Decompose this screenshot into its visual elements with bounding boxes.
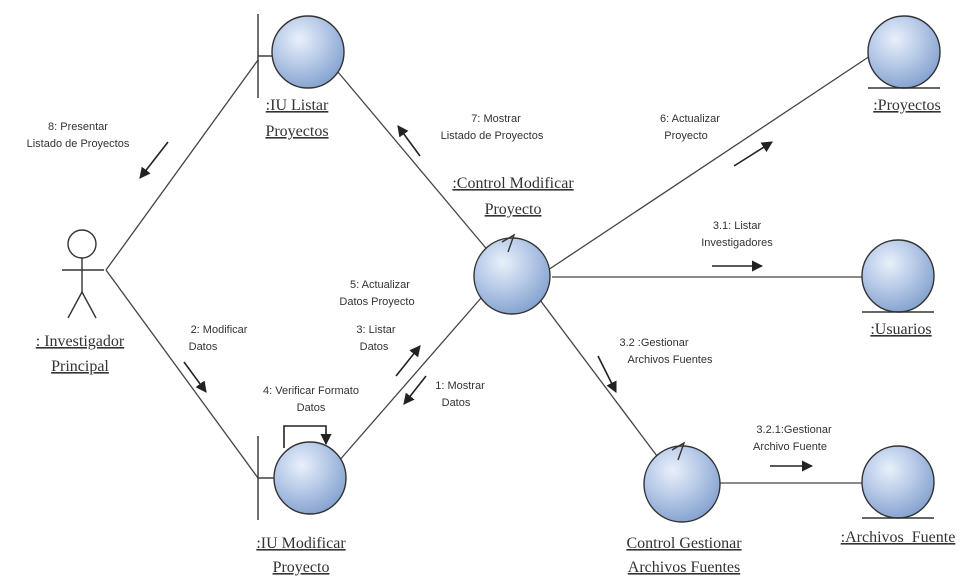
arrow-msg-6 xyxy=(733,141,773,167)
msg-8-line2: Listado de Proyectos xyxy=(27,138,130,150)
message-labels: 8: Presentar Listado de Proyectos 7: Mos… xyxy=(27,113,832,453)
archivos-fuente-label: :Archivos_Fuente xyxy=(841,529,956,546)
arrow-msg-1 xyxy=(403,375,427,405)
msg-7-line1: 7: Mostrar xyxy=(471,113,521,125)
actor-left-leg xyxy=(67,291,83,319)
actor-right-leg xyxy=(81,291,97,319)
control-circle xyxy=(643,445,721,523)
msg-6-line1: 6: Actualizar xyxy=(660,113,720,125)
control-modificar-label-line2: Proyecto xyxy=(485,201,542,218)
arrow-msg-8 xyxy=(139,141,169,179)
boundary-iu-modificar-proyecto[interactable]: :IU Modificar Proyecto xyxy=(256,425,347,576)
link-iu-listar-control xyxy=(337,71,491,254)
usuarios-label: :Usuarios xyxy=(870,321,931,338)
control-gestionar-archivos[interactable]: Control Gestionar Archivos Fuentes xyxy=(626,441,742,576)
link-actor-iu-listar xyxy=(105,59,259,271)
control-arrowhead xyxy=(671,441,686,461)
iu-modificar-label-line2: Proyecto xyxy=(273,559,330,576)
link-control-gestionar xyxy=(539,299,661,461)
arrow-msg-7 xyxy=(397,125,421,157)
message-arrows xyxy=(139,125,814,472)
msg-6-line2: Proyecto xyxy=(664,130,707,142)
actor-head xyxy=(67,229,97,259)
msg-3-line1: 3: Listar xyxy=(356,324,395,336)
entity-circle xyxy=(861,239,935,313)
msg-2-line1: 2: Modificar xyxy=(191,324,248,336)
actor-label-line2: Principal xyxy=(51,358,109,375)
link-actor-iu-modificar xyxy=(105,269,259,479)
msg-3-2-1-line2: Archivo Fuente xyxy=(753,441,827,453)
boundary-iu-listar-proyectos[interactable]: :IU Listar Proyectos xyxy=(257,14,345,140)
link-iu-modificar-control xyxy=(337,289,489,463)
msg-3-2-line1: 3.2 :Gestionar xyxy=(619,337,688,349)
link-control-proyectos xyxy=(547,55,871,271)
msg-2-line2: Datos xyxy=(189,341,218,353)
msg-3-1-line2: Investigadores xyxy=(701,237,773,249)
boundary-circle xyxy=(273,441,347,515)
msg-5-line1: 5: Actualizar xyxy=(350,279,410,291)
control-gestionar-label-line1: Control Gestionar xyxy=(626,535,742,552)
msg-8-line1: 8: Presentar xyxy=(48,121,108,133)
entity-archivos-fuente[interactable]: :Archivos_Fuente xyxy=(841,445,956,546)
iu-listar-label-line2: Proyectos xyxy=(265,123,328,140)
msg-1-line1: 1: Mostrar xyxy=(435,380,485,392)
arrow-msg-3-2 xyxy=(597,355,617,394)
msg-4-line2: Datos xyxy=(297,402,326,414)
msg-4-line1: 4: Verificar Formato xyxy=(263,385,359,397)
control-gestionar-label-line2: Archivos Fuentes xyxy=(628,559,740,576)
control-modificar-label-line1: :Control Modificar xyxy=(452,175,574,192)
entity-usuarios[interactable]: :Usuarios xyxy=(861,239,935,338)
arrow-msg-2 xyxy=(183,361,207,393)
association-links xyxy=(105,55,871,484)
msg-3-2-line2: Archivos Fuentes xyxy=(628,354,713,366)
msg-5-line2: Datos Proyecto xyxy=(339,296,414,308)
entity-circle xyxy=(867,15,941,89)
actor-investigador-principal[interactable]: : Investigador Principal xyxy=(36,229,125,375)
boundary-circle xyxy=(271,15,345,89)
msg-1-line2: Datos xyxy=(442,397,471,409)
iu-listar-label-line1: :IU Listar xyxy=(266,97,329,114)
actor-label-line1: : Investigador xyxy=(36,333,125,350)
control-modificar-proyecto[interactable]: :Control Modificar Proyecto xyxy=(452,175,574,315)
arrow-msg-3 xyxy=(395,345,421,377)
proyectos-label: :Proyectos xyxy=(873,97,941,114)
msg-3-1-line1: 3.1: Listar xyxy=(713,220,762,232)
control-circle xyxy=(473,237,551,315)
control-arrowhead xyxy=(501,233,516,253)
iu-modificar-label-line1: :IU Modificar xyxy=(256,535,346,552)
entity-circle xyxy=(861,445,935,519)
msg-3-line2: Datos xyxy=(360,341,389,353)
entity-proyectos[interactable]: :Proyectos xyxy=(867,15,941,114)
msg-7-line2: Listado de Proyectos xyxy=(441,130,544,142)
self-message-loop xyxy=(283,425,332,448)
msg-3-2-1-line1: 3.2.1:Gestionar xyxy=(756,424,832,436)
